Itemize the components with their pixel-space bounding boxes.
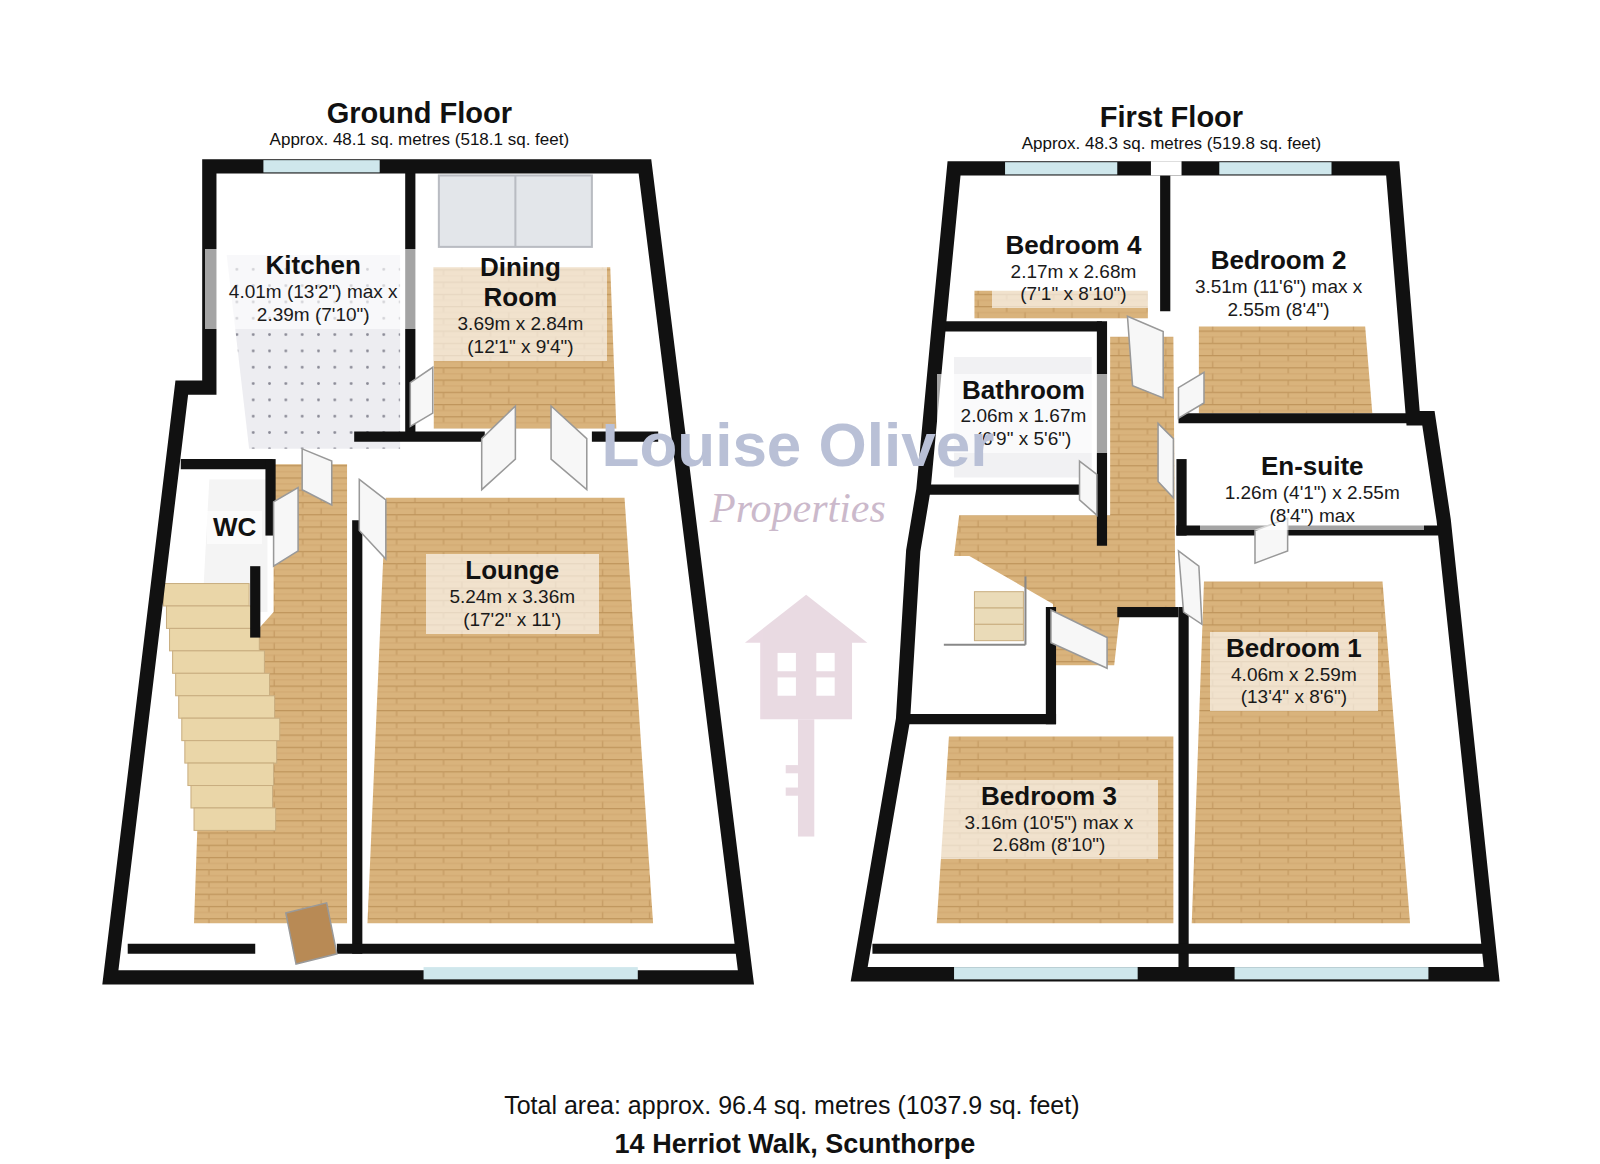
room-name: Bedroom 3 bbox=[946, 782, 1152, 812]
first-floor-plan bbox=[859, 161, 1491, 979]
room-dimensions: 2.17m x 2.68m (7'1" x 8'10") bbox=[998, 261, 1149, 307]
room-dimensions: 5.24m x 3.36m (17'2" x 11') bbox=[432, 586, 593, 632]
room-dimensions: 4.01m (13'2") max x 2.39m (7'10") bbox=[211, 281, 415, 327]
floor-heading-block: Ground FloorApprox. 48.1 sq. metres (518… bbox=[102, 97, 737, 151]
stair-rail bbox=[944, 576, 1026, 644]
room-label: Bedroom 33.16m (10'5") max x 2.68m (8'10… bbox=[940, 780, 1158, 859]
room-name: Lounge bbox=[432, 556, 593, 586]
house-key-watermark bbox=[745, 595, 867, 837]
room-dimensions: 3.16m (10'5") max x 2.68m (8'10") bbox=[946, 812, 1152, 858]
bedroom-floor bbox=[1199, 326, 1372, 413]
outer-walls bbox=[110, 166, 746, 977]
floor-title: First Floor bbox=[852, 101, 1491, 134]
room-label: Lounge5.24m x 3.36m (17'2" x 11') bbox=[426, 554, 599, 633]
watermark: Properties bbox=[710, 484, 886, 532]
window bbox=[1235, 967, 1429, 979]
wall-face bbox=[110, 166, 746, 977]
room-label: Bedroom 23.51m (11'6") max x 2.55m (8'4"… bbox=[1173, 244, 1383, 323]
room-label: Bedroom 42.17m x 2.68m (7'1" x 8'10") bbox=[992, 229, 1155, 308]
room-name: En-suite bbox=[1206, 452, 1418, 482]
room-label: WC bbox=[207, 511, 262, 545]
lounge-floor bbox=[367, 498, 653, 923]
bedroom-floor bbox=[1192, 581, 1410, 923]
outer-walls bbox=[859, 168, 1491, 974]
interior-walls bbox=[133, 166, 735, 948]
window bbox=[1005, 162, 1117, 174]
total-area-caption: Total area: approx. 96.4 sq. metres (103… bbox=[504, 1091, 1079, 1120]
room-dimensions: 3.51m (11'6") max x 2.55m (8'4") bbox=[1179, 276, 1377, 322]
bedroom-floor bbox=[937, 737, 1174, 924]
staircase bbox=[974, 592, 1023, 641]
window bbox=[954, 967, 1138, 979]
patio-doors bbox=[439, 175, 592, 246]
room-label: En-suite1.26m (4'1") x 2.55m (8'4") max bbox=[1200, 450, 1424, 529]
doors bbox=[274, 367, 587, 964]
floor-heading-block: First FloorApprox. 48.3 sq. metres (519.… bbox=[852, 101, 1491, 155]
room-dimensions: 4.06m x 2.59m (13'4" x 8'6") bbox=[1216, 664, 1372, 710]
address-title: 14 Herriot Walk, Scunthorpe bbox=[615, 1129, 976, 1160]
room-label: Kitchen4.01m (13'2") max x 2.39m (7'10") bbox=[205, 249, 421, 328]
floor-outline: Ground FloorApprox. 48.1 sq. metres (518… bbox=[102, 97, 737, 985]
room-name: Bedroom 1 bbox=[1216, 634, 1372, 664]
room-label: Bedroom 14.06m x 2.59m (13'4" x 8'6") bbox=[1210, 632, 1378, 711]
patio-door-divider bbox=[514, 175, 516, 246]
floor-outline: First FloorApprox. 48.3 sq. metres (519.… bbox=[852, 101, 1491, 985]
floor-area: Approx. 48.1 sq. metres (518.1 sq. feet) bbox=[102, 130, 737, 150]
room-name: Bedroom 4 bbox=[998, 231, 1149, 261]
floor-title: Ground Floor bbox=[102, 97, 737, 130]
interior-walls bbox=[878, 168, 1480, 969]
window bbox=[424, 967, 638, 979]
room-name: WC bbox=[213, 513, 256, 543]
floor-area: Approx. 48.3 sq. metres (519.8 sq. feet) bbox=[852, 134, 1491, 154]
room-name: Kitchen bbox=[211, 251, 415, 281]
watermark: Louise Oliver bbox=[602, 409, 995, 480]
wall-face bbox=[859, 168, 1491, 974]
ground-floor-plan bbox=[110, 160, 746, 979]
facade-gap bbox=[1151, 161, 1182, 175]
window bbox=[263, 160, 379, 172]
room-name: Dining Room bbox=[440, 253, 601, 313]
room-dimensions: 3.69m x 2.84m (12'1" x 9'4") bbox=[440, 313, 601, 359]
room-name: Bedroom 2 bbox=[1179, 246, 1377, 276]
window bbox=[1219, 162, 1331, 174]
room-name: Bathroom bbox=[943, 376, 1104, 406]
staircase bbox=[163, 584, 279, 831]
room-label: Dining Room3.69m x 2.84m (12'1" x 9'4") bbox=[434, 251, 607, 360]
room-dimensions: 1.26m (4'1") x 2.55m (8'4") max bbox=[1206, 482, 1418, 528]
